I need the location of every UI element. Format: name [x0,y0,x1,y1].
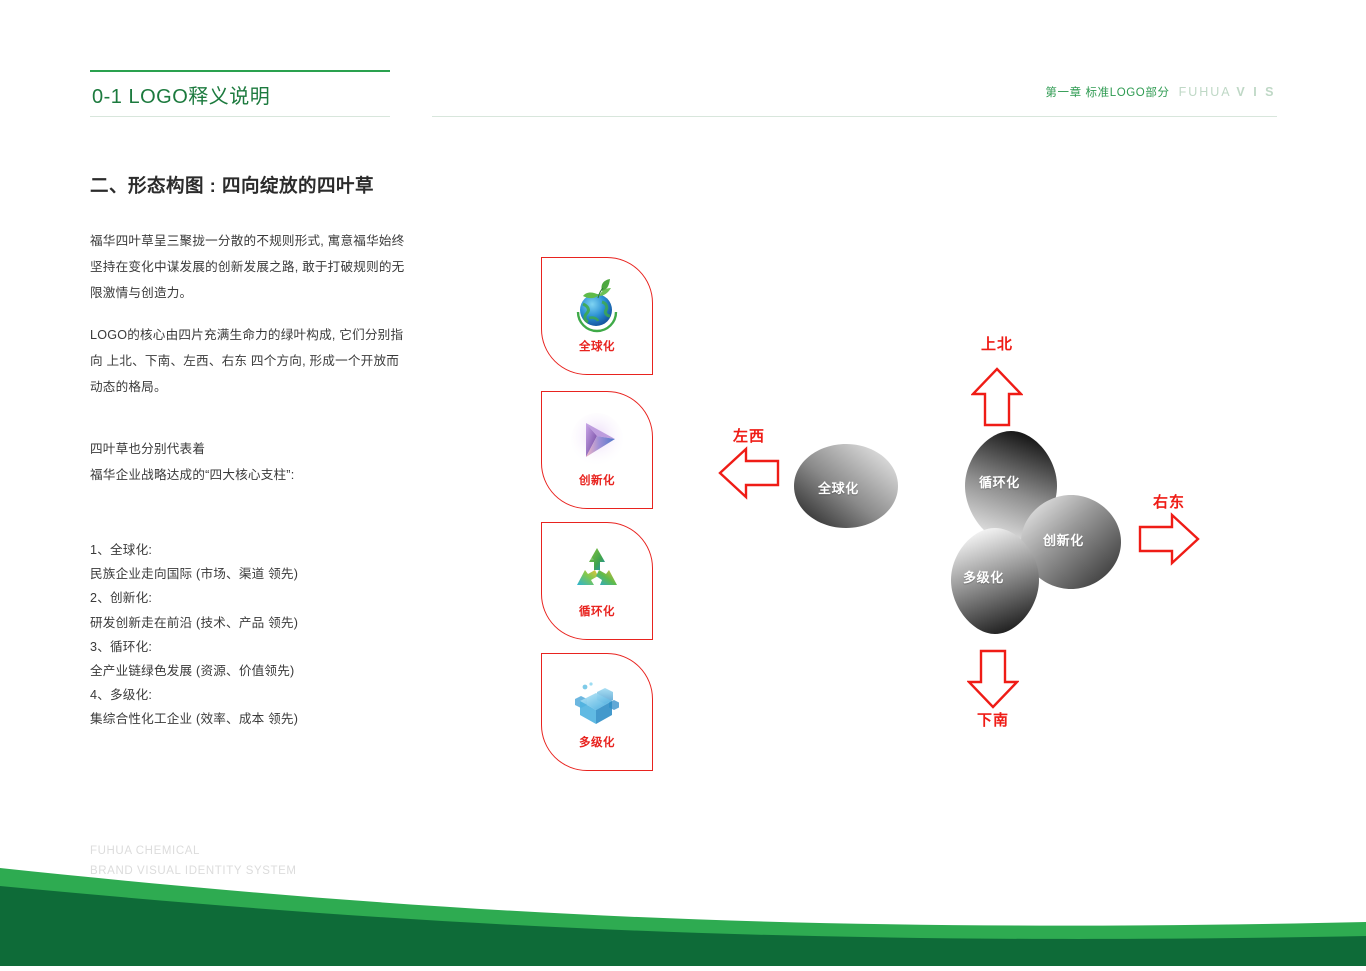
direction-label-south: 下南 [976,712,1010,729]
arrow-up-icon [971,366,1023,428]
pillar-item: 研发创新走在前沿 (技术、产品 领先) [90,615,299,630]
brand-name-text: FUHUA [1178,85,1237,99]
chapter-label: 第一章 标准LOGO部分 [1045,87,1170,99]
pillar-item: 民族企业走向国际 (市场、渠道 领先) [90,567,299,582]
pillar-item: 集综合性化工企业 (效率、成本 领先) [90,712,299,727]
pillars-list: 1、全球化: 民族企业走向国际 (市场、渠道 领先) 2、创新化: 研发创新走在… [90,538,420,732]
footer-line-company: FUHUA CHEMICAL [90,845,200,857]
cube-cluster-icon [569,674,625,730]
card-label: 多级化 [579,737,615,749]
arrow-right-icon [1137,512,1201,566]
section-title: 二、形态构图 : 四向绽放的四叶草 [90,175,374,196]
recycle-icon [569,543,625,599]
card-recycling[interactable]: 循环化 [541,522,653,640]
paragraph-four-pillars-intro: 四叶草也分别代表着 福华企业战略达成的“四大核心支柱”: [90,442,295,482]
leaf-globalization: 全球化 [790,440,902,532]
header-bottom-rule-right [432,116,1277,117]
card-innovation[interactable]: 创新化 [541,391,653,509]
paragraph-form-meaning: 福华四叶草呈三聚拢一分散的不规则形式, 寓意福华始终坚持在变化中谋发展的创新发展… [90,234,405,300]
pillar-item: 2、创新化: [90,591,153,606]
arrow-left-icon [717,446,781,500]
leaf-label: 全球化 [818,481,859,496]
card-label: 全球化 [579,341,615,353]
header-chapter-block: 第一章 标准LOGO部分 FUHUA V I S [1045,84,1276,100]
card-globalization[interactable]: 全球化 [541,257,653,375]
leaf-multilevel: 多级化 [948,525,1042,637]
arrow-down-icon [967,648,1019,710]
leaf-label: 创新化 [1043,533,1084,548]
globe-leaf-icon [569,278,625,334]
direction-label-north: 上北 [980,336,1014,353]
leaf-label: 多级化 [963,570,1004,585]
footer-wordmark: FUHUA CHEMICAL BRAND VISUAL IDENTITY SYS… [90,841,297,881]
footer-green-wave [0,856,1366,966]
pillar-item: 3、循环化: [90,639,153,654]
direction-label-east: 右东 [1152,494,1186,511]
leaf-label: 循环化 [979,475,1020,490]
header-bottom-rule-left [90,116,390,117]
paragraph-logo-core: LOGO的核心由四片充满生命力的绿叶构成, 它们分别指向 上北、下南、左西、右东… [90,328,404,394]
footer-line-system: BRAND VISUAL IDENTITY SYSTEM [90,865,297,877]
card-multilevel[interactable]: 多级化 [541,653,653,771]
pillar-item: 1、全球化: [90,543,153,557]
brand-vis-mark: FUHUA V I S [1179,85,1276,99]
pillar-item: 4、多级化: [90,688,153,703]
direction-label-west: 左西 [732,428,766,445]
vis-abbrev-text: V I S [1236,85,1276,99]
triangle-prism-icon [569,412,625,468]
leaf-innovation: 创新化 [1018,492,1124,592]
header-top-rule [90,70,390,72]
card-label: 循环化 [579,606,615,618]
card-label: 创新化 [579,475,615,487]
page-title: 0-1 LOGO释义说明 [92,86,271,108]
pillar-item: 全产业链绿色发展 (资源、价值领先) [90,664,295,679]
